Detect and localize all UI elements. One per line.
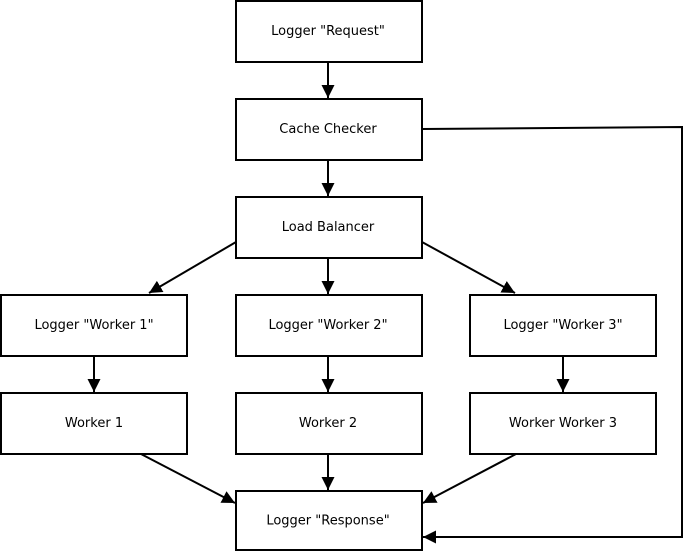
node-logger-response: Logger "Response"	[235, 490, 423, 551]
node-logger-request: Logger "Request"	[235, 0, 423, 63]
node-label-logger-worker-1: Logger "Worker 1"	[34, 318, 153, 333]
node-label-logger-response: Logger "Response"	[266, 514, 389, 529]
node-label-logger-worker-3: Logger "Worker 3"	[503, 318, 622, 333]
node-load-balancer: Load Balancer	[235, 196, 423, 259]
edge-balancer-to-logger-worker-3	[421, 241, 516, 294]
node-logger-worker-3: Logger "Worker 3"	[469, 294, 657, 357]
node-worker-2: Worker 2	[235, 392, 423, 455]
edge-worker-1-to-response	[140, 453, 236, 504]
node-label-worker-3: Worker Worker 3	[509, 416, 617, 431]
node-worker-3: Worker Worker 3	[469, 392, 657, 455]
node-label-worker-2: Worker 2	[299, 416, 357, 431]
node-label-logger-request: Logger "Request"	[271, 24, 385, 39]
edge-balancer-to-logger-worker-1	[148, 241, 237, 294]
edge-worker-3-to-response	[422, 453, 517, 504]
node-cache-checker: Cache Checker	[235, 98, 423, 161]
node-label-worker-1: Worker 1	[65, 416, 123, 431]
node-logger-worker-1: Logger "Worker 1"	[0, 294, 188, 357]
node-label-logger-worker-2: Logger "Worker 2"	[268, 318, 387, 333]
nodes-layer: Logger "Request" Cache Checker Load Bala…	[0, 0, 657, 551]
node-logger-worker-2: Logger "Worker 2"	[235, 294, 423, 357]
node-label-load-balancer: Load Balancer	[282, 220, 375, 235]
node-label-cache-checker: Cache Checker	[279, 122, 377, 137]
edges-layer	[87, 62, 683, 544]
edge-cache-to-response	[421, 125, 683, 544]
node-worker-1: Worker 1	[0, 392, 188, 455]
